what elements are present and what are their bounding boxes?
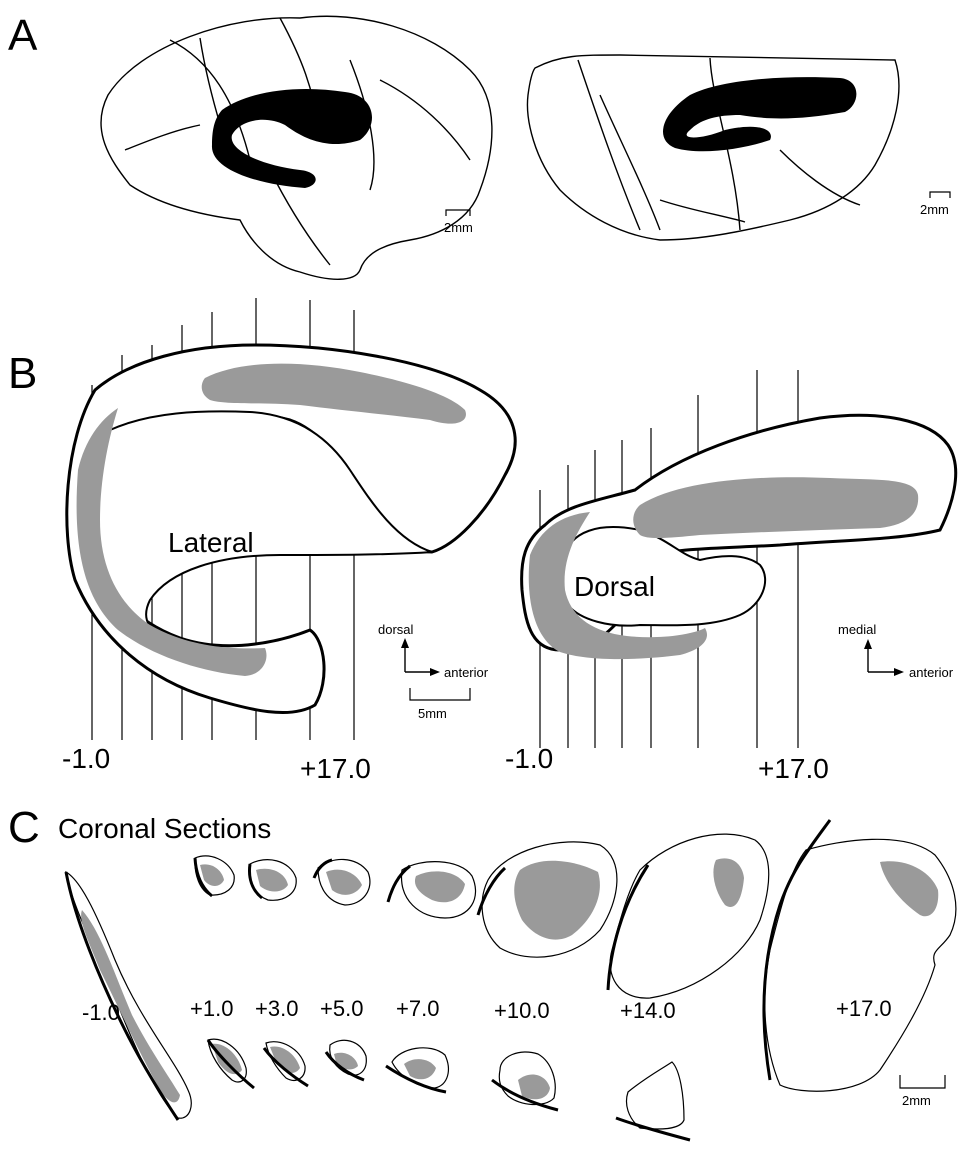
panel-b-scale-bar: 5mm: [410, 688, 470, 721]
panel-b: B Lateral dorsal anterior: [8, 298, 956, 784]
lateral-axis-right-arrow-icon: [430, 668, 440, 676]
coronal-section-plus-10-upper: [478, 842, 617, 957]
coronal-section-outline: [610, 834, 769, 998]
coronal-section-plus-17-upper: [764, 820, 956, 1091]
panel-c: C Coronal Sections: [8, 803, 956, 1140]
dorsal-axis-right-arrow-icon: [894, 668, 904, 676]
coronal-section-minus-1: [66, 872, 191, 1120]
dorsal-map-title: Dorsal: [574, 571, 655, 602]
coronal-section-plus-5-upper: [314, 859, 370, 905]
coronal-section-plus-3-lower: [264, 1042, 308, 1086]
lateral-start-label: -1.0: [62, 743, 110, 774]
panel-b-scale-bar-label: 5mm: [418, 706, 447, 721]
coronal-section-plus-1-upper: [195, 856, 234, 896]
panel-b-scale-bar-line: [410, 688, 470, 700]
dorsal-brain-view: [527, 55, 898, 240]
lateral-map-title: Lateral: [168, 527, 254, 558]
lateral-orientation: dorsal anterior: [378, 622, 489, 680]
coronal-section-plus-14-upper: [608, 834, 769, 998]
section-label-plus-17: +17.0: [836, 996, 892, 1021]
dorsal-scale-bar-line: [930, 192, 950, 198]
lateral-axis-up-arrow-icon: [401, 638, 409, 648]
panel-c-scale-bar-line: [900, 1075, 945, 1088]
lateral-axis-horizontal-label: anterior: [444, 665, 489, 680]
dorsal-orientation: medial anterior: [838, 622, 954, 680]
coronal-section-outline: [627, 1062, 685, 1129]
dorsal-scale-bar: 2mm: [920, 192, 950, 217]
panel-c-scale-bar: 2mm: [900, 1075, 945, 1108]
panel-c-scale-bar-label: 2mm: [902, 1093, 931, 1108]
coronal-section-plus-1-lower: [208, 1039, 254, 1088]
lateral-brain-outline: [101, 16, 492, 279]
section-label-plus-1: +1.0: [190, 996, 233, 1021]
section-label-minus-1: -1.0: [82, 1000, 120, 1025]
section-label-plus-10: +10.0: [494, 998, 550, 1023]
coronal-section-plus-5-lower: [326, 1040, 366, 1080]
section-label-plus-5: +5.0: [320, 996, 363, 1021]
section-label-plus-3: +3.0: [255, 996, 298, 1021]
coronal-section-plus-10-lower: [492, 1052, 558, 1110]
panel-b-letter: B: [8, 349, 37, 398]
dorsal-start-label: -1.0: [505, 743, 553, 774]
dorsal-axis-up-arrow-icon: [864, 639, 872, 649]
panel-a: A 2mm 2mm: [8, 11, 950, 279]
dorsal-axis-horizontal-label: anterior: [909, 665, 954, 680]
dorsal-scale-bar-label: 2mm: [920, 202, 949, 217]
panel-c-title: Coronal Sections: [58, 813, 271, 844]
dorsal-end-label: +17.0: [758, 753, 829, 784]
panel-a-letter: A: [8, 11, 38, 60]
dorsal-axis-vertical-label: medial: [838, 622, 876, 637]
coronal-section-plus-7-upper: [388, 862, 476, 918]
dorsal-flat-map: Dorsal: [522, 415, 956, 659]
panel-c-letter: C: [8, 803, 40, 852]
section-label-plus-14: +14.0: [620, 998, 676, 1023]
lateral-end-label: +17.0: [300, 753, 371, 784]
coronal-section-outline: [66, 872, 191, 1118]
lateral-brain-view: [101, 16, 492, 279]
lateral-scale-bar-label: 2mm: [444, 220, 473, 235]
coronal-section-plus-7-lower: [386, 1048, 448, 1092]
lateral-axis-vertical-label: dorsal: [378, 622, 414, 637]
coronal-section-plus-14-lower: [616, 1062, 690, 1140]
section-label-plus-7: +7.0: [396, 996, 439, 1021]
lateral-flat-map: Lateral: [67, 345, 515, 713]
coronal-section-plus-3-upper: [249, 860, 296, 901]
